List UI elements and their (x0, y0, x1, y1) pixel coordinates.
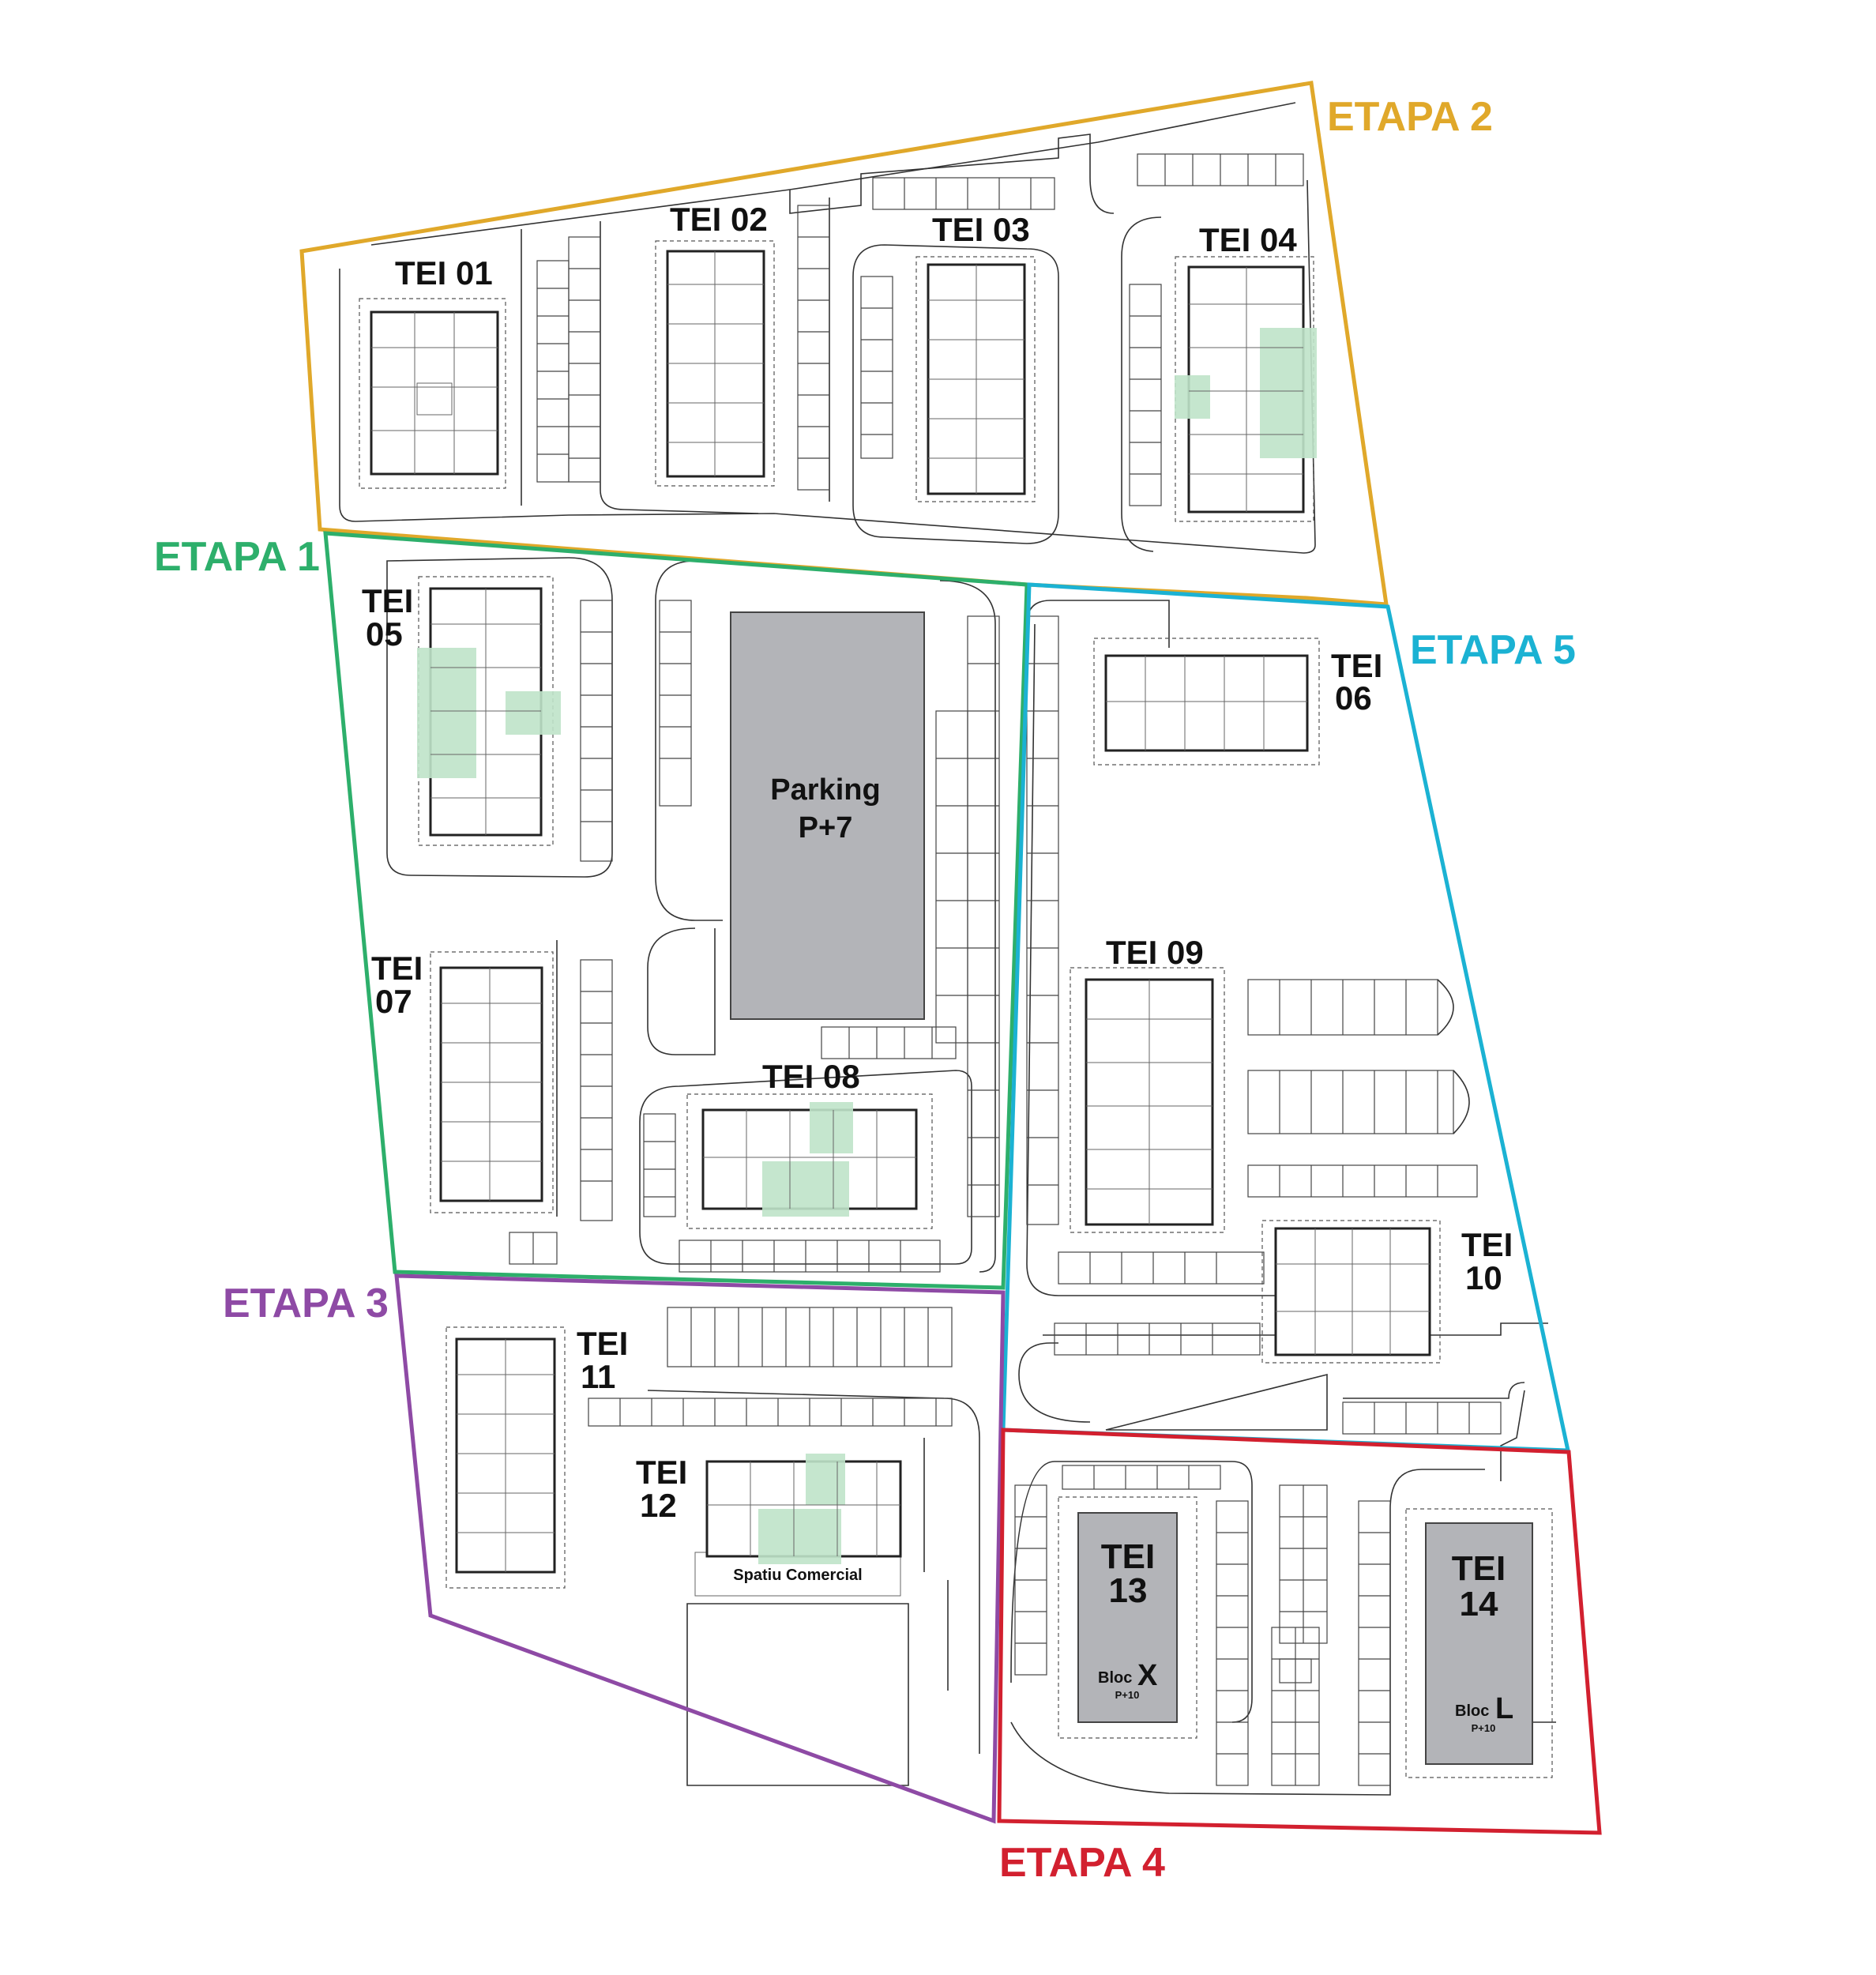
tei06-label-line1: TEI (1331, 647, 1382, 684)
tei12-footprint (694, 1454, 902, 1597)
etapa-4-boundary (997, 1428, 1602, 1835)
tei05-label-line1: TEI (362, 582, 413, 619)
tei07-footprint (430, 951, 554, 1213)
tei13-label-line1: TEI (1101, 1537, 1155, 1576)
tei10-label-line1: TEI (1461, 1226, 1513, 1263)
tei07-label-line1: TEI (371, 950, 423, 987)
bloc-x-letter: X (1137, 1659, 1158, 1692)
tei13-footprint (1058, 1496, 1197, 1739)
tei03-footprint (915, 256, 1036, 502)
etapa-5-label: ETAPA 5 (1410, 627, 1576, 673)
tei07-label-line2: 07 (375, 983, 412, 1020)
tei02-footprint (655, 240, 775, 487)
etapa-3-label: ETAPA 3 (223, 1281, 389, 1326)
tei14-footprint (1405, 1508, 1553, 1778)
parking-label-line2: P+7 (799, 811, 853, 845)
parking-label-line1: Parking (770, 773, 880, 807)
tei04-label: TEI 04 (1199, 221, 1297, 258)
building-labels: TEI 01 TEI 02 TEI 03 TEI 04 TEI 05 TEI 0… (362, 201, 1513, 1734)
tei09-footprint (1070, 967, 1225, 1233)
tei02-label: TEI 02 (670, 201, 768, 238)
tei01-footprint (359, 298, 506, 489)
tei05-label-line2: 05 (366, 615, 403, 653)
tei12-label-line1: TEI (636, 1454, 687, 1491)
etapa-1-label: ETAPA 1 (154, 534, 320, 580)
bloc-l-floors: P+10 (1472, 1722, 1496, 1734)
tei09-label: TEI 09 (1106, 934, 1204, 971)
tei11-label-line1: TEI (577, 1325, 628, 1362)
tei10-footprint (1261, 1220, 1441, 1364)
etapa-1-boundary (323, 531, 1029, 1290)
tei08-footprint (686, 1093, 933, 1229)
commercial-space-label: Spatiu Comercial (733, 1567, 862, 1584)
tei10-label-line2: 10 (1465, 1259, 1502, 1296)
tei12-label-line2: 12 (640, 1487, 677, 1524)
bloc-l-prefix: Bloc (1455, 1702, 1489, 1720)
tei14-label-line2: 14 (1460, 1585, 1498, 1623)
etapa-4-label: ETAPA 4 (999, 1840, 1165, 1886)
stage-boundaries (299, 81, 1602, 1835)
tei11-footprint (446, 1326, 566, 1589)
parking-stalls (509, 153, 1502, 1786)
tei06-footprint (1093, 638, 1320, 766)
tei14-label-line1: TEI (1452, 1549, 1506, 1588)
tei04-footprint (1175, 256, 1317, 522)
tei01-label: TEI 01 (395, 254, 493, 292)
tei13-label-line2: 13 (1109, 1571, 1148, 1610)
bloc-l-letter: L (1495, 1692, 1513, 1725)
etapa-2-label: ETAPA 2 (1327, 94, 1493, 140)
building-footprints (359, 240, 1553, 1778)
parking-garage-footprint (730, 611, 925, 1020)
stage-labels: ETAPA 2 ETAPA 1 ETAPA 5 ETAPA 3 ETAPA 4 (154, 94, 1576, 1886)
tei05-footprint (417, 576, 561, 846)
tei03-label: TEI 03 (932, 211, 1030, 248)
etapa-3-boundary (394, 1273, 1006, 1824)
tei08-label: TEI 08 (762, 1058, 860, 1095)
bloc-x-floors: P+10 (1115, 1689, 1140, 1701)
bloc-x-prefix: Bloc (1098, 1669, 1132, 1687)
tei11-label-line2: 11 (581, 1358, 615, 1395)
etapa-2-boundary (299, 81, 1389, 607)
tei06-label-line2: 06 (1335, 679, 1372, 717)
